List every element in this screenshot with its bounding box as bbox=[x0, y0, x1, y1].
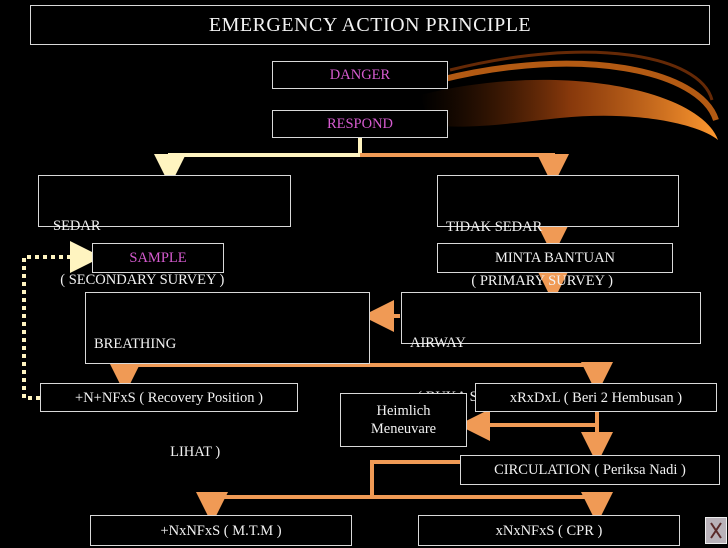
heimlich-box: Heimlich Meneuvare bbox=[340, 393, 467, 447]
cpr-box: xNxNFxS ( CPR ) bbox=[418, 515, 680, 546]
heimlich-line-1: Heimlich bbox=[376, 403, 431, 419]
title-box: EMERGENCY ACTION PRINCIPLE bbox=[30, 5, 710, 45]
sedar-box: SEDAR ( SECONDARY SURVEY ) bbox=[38, 175, 291, 288]
recovery-box: +N+NFxS ( Recovery Position ) bbox=[40, 383, 298, 412]
danger-label: DANGER bbox=[329, 67, 391, 83]
respond-box: RESPOND bbox=[272, 110, 448, 138]
minta-bantuan-box: MINTA BANTUAN bbox=[437, 243, 673, 273]
airway-title: AIRWAY bbox=[410, 335, 466, 351]
circulation-box: CIRCULATION ( Periksa Nadi ) bbox=[460, 455, 720, 485]
breathing-title: BREATHING bbox=[94, 336, 177, 352]
sedar-subtitle: ( SECONDARY SURVEY ) bbox=[53, 272, 225, 288]
sample-label: SAMPLE bbox=[129, 250, 187, 266]
airway-box: AIRWAY ( BUKA SALURAN PERNAFASAN ) bbox=[401, 292, 701, 405]
danger-box: DANGER bbox=[272, 61, 448, 89]
mtm-box: +NxNFxS ( M.T.M ) bbox=[90, 515, 352, 546]
breathing-detail-2: LIHAT ) bbox=[94, 444, 221, 460]
minta-bantuan-label: MINTA BANTUAN bbox=[494, 250, 616, 266]
tidak-sedar-subtitle: ( PRIMARY SURVEY ) bbox=[446, 273, 613, 289]
circulation-label: CIRCULATION ( Periksa Nadi ) bbox=[494, 462, 686, 478]
tidak-sedar-title: TIDAK SEDAR bbox=[446, 219, 543, 235]
page-title: EMERGENCY ACTION PRINCIPLE bbox=[208, 14, 532, 36]
beri-label: xRxDxL ( Beri 2 Hembusan ) bbox=[509, 389, 683, 406]
sedar-title: SEDAR bbox=[53, 218, 101, 234]
heimlich-line-2: Meneuvare bbox=[370, 421, 437, 437]
beri-box: xRxDxL ( Beri 2 Hembusan ) bbox=[475, 383, 717, 412]
recovery-label: +N+NFxS ( Recovery Position ) bbox=[75, 389, 263, 406]
sample-box: SAMPLE bbox=[92, 243, 224, 273]
respond-label: RESPOND bbox=[326, 116, 394, 132]
breathing-box: BREATHING ( DENGAR, RASA DAN LIHAT ) bbox=[85, 292, 370, 460]
tidak-sedar-box: TIDAK SEDAR ( PRIMARY SURVEY ) bbox=[437, 175, 679, 289]
mtm-label: +NxNFxS ( M.T.M ) bbox=[160, 522, 282, 539]
next-slide-icon[interactable] bbox=[705, 517, 727, 544]
cpr-label: xNxNFxS ( CPR ) bbox=[495, 522, 603, 539]
